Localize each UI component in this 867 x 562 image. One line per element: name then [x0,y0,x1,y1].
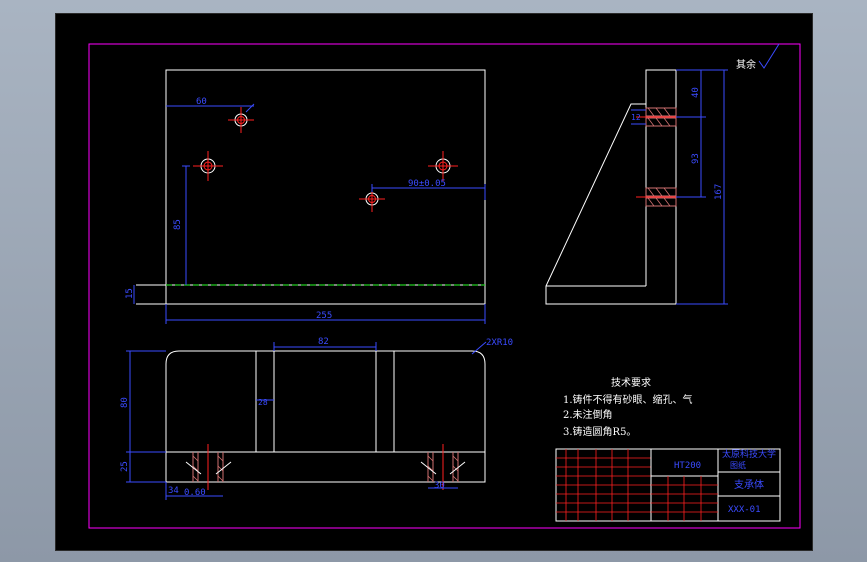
sheet-label: 图纸 [730,460,746,470]
drawing-frame [88,43,801,529]
dim-hole-spacing: 90±0.05 [408,179,446,189]
tech-req-item-3: 3.铸造圆角R5。 [563,425,636,438]
dim-bottom-height: 80 [120,397,130,408]
front-view: 60 85 90±0.05 15 255 [125,69,486,324]
drawing-number: XXX-01 [728,505,761,515]
hole-left [193,151,223,181]
dim-total-length: 255 [316,311,332,321]
bottom-view: 82 80 28 25 2XR10 34 0.60 30 [120,337,513,500]
dim-hole-a: 34 [168,486,179,496]
dim-bottom-base: 25 [120,461,130,472]
hole-right [428,151,458,181]
tech-req-item-1: 1.铸件不得有砂眼、缩孔、气 [563,393,693,406]
dim-base-thickness: 15 [125,288,135,299]
dim-side-height: 167 [714,184,724,200]
dim-slot: 82 [318,337,329,347]
dim-inner: 28 [258,398,268,407]
tech-req-title: 技术要求 [611,376,651,389]
side-outline [545,69,677,305]
dim-hole-x: 60 [196,97,207,107]
bottom-outline [165,350,486,483]
bottom-hole-right [420,444,466,490]
dim-hole-b: 0.60 [184,488,206,498]
drawing-canvas: 其余 [55,13,813,551]
dim-hole-y: 85 [173,219,183,230]
tech-req-item-2: 2.未注倒角 [563,408,613,421]
title-block: HT200 太原科技大学 图纸 支承体 XXX-01 [555,448,781,522]
surface-finish-symbol: 其余 [736,43,780,71]
dim-side-top: 40 [691,87,701,98]
material: HT200 [674,461,701,471]
part-name: 支承体 [734,479,764,491]
company-name: 太原科技大学 [722,448,776,460]
cad-drawing: 其余 [88,43,801,529]
dim-side-counterbore: 12 [631,113,641,122]
dim-side-middle: 93 [691,153,701,164]
technical-requirements: 技术要求 1.铸件不得有砂眼、缩孔、气 2.未注倒角 3.铸造圆角R5。 [563,376,693,438]
revision-grid [556,449,651,521]
dim-radius: 2XR10 [486,338,513,348]
side-view: 40 93 167 12 [545,69,728,305]
bottom-hole-left [185,444,232,490]
surface-finish-label: 其余 [736,58,756,71]
hole-upper-left [228,107,254,133]
dim-hole-c: 30 [434,481,445,491]
